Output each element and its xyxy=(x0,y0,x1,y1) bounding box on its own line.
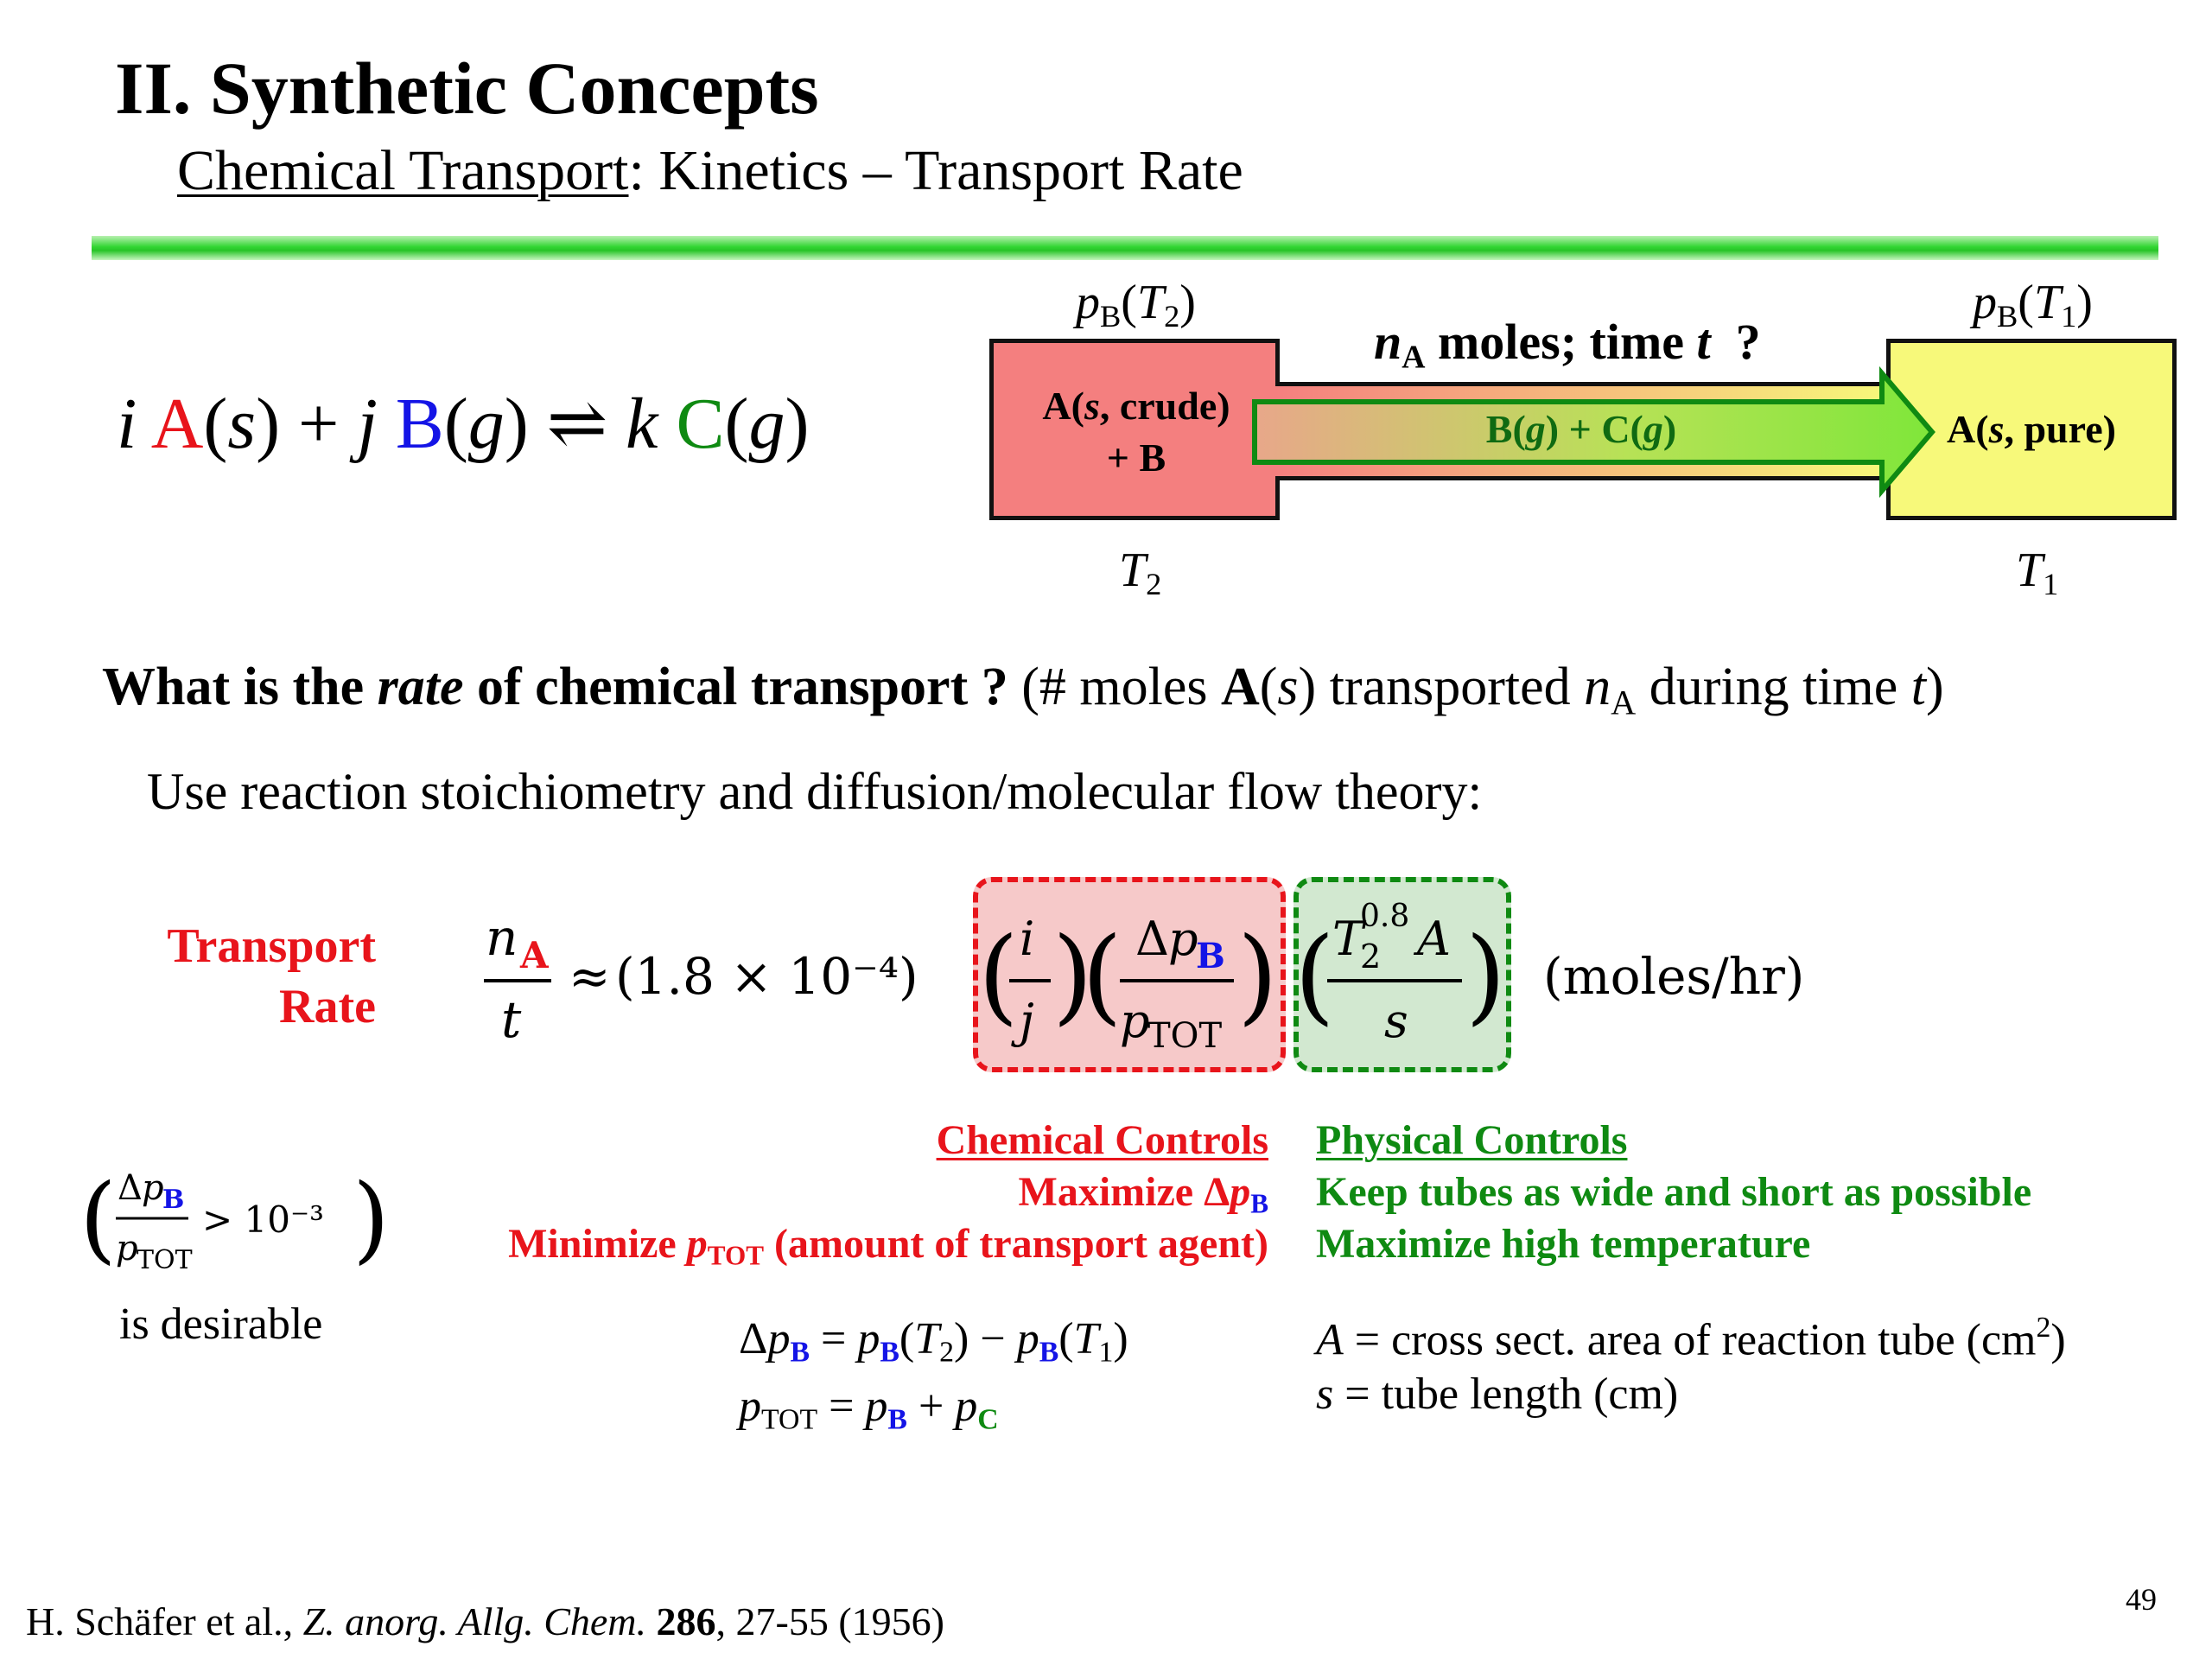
species-a: A xyxy=(150,384,204,464)
title-divider xyxy=(92,236,2158,260)
coef-i: i xyxy=(117,384,137,464)
svg-text:TOT: TOT xyxy=(1147,1016,1222,1056)
left-pressure-label: pB(T2) xyxy=(1076,276,1196,334)
hot-zone-box xyxy=(989,339,1280,520)
physical-factor-box xyxy=(1294,877,1511,1072)
citation: H. Schäfer et al., Z. anorg. Allg. Chem.… xyxy=(26,1599,944,1644)
right-box-text: A(s, pure) xyxy=(1947,407,2116,451)
phase-a: s xyxy=(227,384,257,464)
svg-text:p: p xyxy=(1120,994,1150,1048)
transport-arrow xyxy=(1252,365,1936,499)
svg-text:): ) xyxy=(1237,916,1278,1036)
svg-text:B: B xyxy=(1196,936,1225,976)
chemical-controls: Chemical Controls Maximize ΔpB Minimize … xyxy=(508,1115,1268,1271)
question-label: nA moles; time t ? xyxy=(1374,314,1761,376)
chemical-control-2: Minimize pTOT (amount of transport agent… xyxy=(508,1221,1268,1271)
subtitle-topic: Chemical Transport xyxy=(177,139,629,202)
svg-text:T: T xyxy=(1332,912,1367,966)
svg-text:B: B xyxy=(162,1185,184,1215)
svg-text:): ) xyxy=(1465,916,1506,1036)
slide-title: II. Synthetic Concepts xyxy=(115,47,819,130)
delta-p-definition: ΔpB = pB(T2) − pB(T1) xyxy=(739,1314,1128,1369)
desirable-ratio: ( Δ p B p TOT > 10⁻³ ) xyxy=(79,1163,389,1275)
chemical-factor-box xyxy=(973,877,1286,1072)
prefactor: (1.8 × 10⁻⁴) xyxy=(615,947,918,1006)
citation-journal: Z. anorg. Allg. Chem. xyxy=(302,1599,647,1643)
svg-text:): ) xyxy=(1052,916,1093,1036)
left-temperature: T2 xyxy=(1119,543,1162,602)
species-c: C xyxy=(676,384,725,464)
equilibrium-arrow: ⇌ xyxy=(546,384,608,464)
svg-text:n: n xyxy=(486,908,518,967)
phase-b: g xyxy=(467,384,505,464)
reaction-equation: i A(s) + j B(g) ⇌ k C(g) xyxy=(117,384,810,464)
question-lead: What is the xyxy=(102,658,378,716)
citation-authors: H. Schäfer et al., xyxy=(26,1599,303,1643)
coef-k: k xyxy=(626,384,658,464)
rate-units: (moles/hr) xyxy=(1543,947,1804,1006)
transport-rate-label: Transport Rate xyxy=(138,916,376,1037)
subtitle-rest: : Kinetics – Transport Rate xyxy=(628,139,1243,202)
ptot-definition: pTOT = pB + pC xyxy=(739,1382,999,1436)
chemical-controls-heading: Chemical Controls xyxy=(936,1117,1268,1163)
length-definition: s = tube length (cm) xyxy=(1316,1370,1679,1419)
svg-text:p: p xyxy=(116,1229,138,1268)
page-number: 49 xyxy=(2126,1582,2157,1617)
arrow-label: B(g) + C(g) xyxy=(1485,407,1677,451)
svg-text:≈: ≈ xyxy=(569,947,611,1006)
transport-rate-equation: n A t ≈ (1.8 × 10⁻⁴) ( i j ) ( Δ p B p T… xyxy=(484,899,1804,1056)
svg-text:A: A xyxy=(1413,912,1451,966)
citation-pages: , 27-55 (1956) xyxy=(715,1599,944,1643)
svg-text:s: s xyxy=(1384,994,1408,1048)
coef-j: j xyxy=(357,384,378,464)
chemical-control-1: Maximize ΔpB xyxy=(1018,1169,1268,1219)
svg-text:A: A xyxy=(519,934,550,976)
right-temperature: T1 xyxy=(2016,543,2059,602)
svg-text:i: i xyxy=(1020,912,1034,966)
svg-text:p: p xyxy=(1168,912,1198,966)
svg-text:): ) xyxy=(353,1163,389,1274)
slide-subtitle: Chemical Transport: Kinetics – Transport… xyxy=(177,138,1243,204)
svg-text:(: ( xyxy=(79,1163,117,1274)
phase-c: g xyxy=(748,384,785,464)
svg-text:Δ: Δ xyxy=(118,1168,143,1208)
rate-label-line1: Transport xyxy=(167,919,376,973)
svg-text:t: t xyxy=(501,990,522,1049)
left-box-text: A(s, crude)+ B xyxy=(1042,384,1230,480)
method-line: Use reaction stoichiometry and diffusion… xyxy=(147,763,1483,820)
area-definition: A = cross sect. area of reaction tube (c… xyxy=(1316,1312,2066,1365)
svg-text:(: ( xyxy=(1294,916,1335,1036)
citation-volume: 286 xyxy=(656,1599,716,1643)
svg-text:(: ( xyxy=(978,916,1019,1036)
svg-text:p: p xyxy=(142,1168,164,1208)
physical-controls: Physical Controls Keep tubes as wide and… xyxy=(1316,1115,2031,1270)
rate-label-line2: Rate xyxy=(279,980,376,1033)
right-pressure-label: pB(T1) xyxy=(1973,276,2093,334)
question-emph: rate xyxy=(377,658,464,716)
cold-zone-box xyxy=(1886,339,2177,520)
rate-question: What is the rate of chemical transport ?… xyxy=(102,658,1944,722)
svg-text:Δ: Δ xyxy=(1135,912,1169,966)
question-mid: of chemical transport ? xyxy=(463,658,1008,716)
physical-controls-heading: Physical Controls xyxy=(1316,1117,1628,1163)
physical-control-2: Maximize high temperature xyxy=(1316,1221,1811,1267)
svg-text:2: 2 xyxy=(1360,938,1381,976)
svg-text:(: ( xyxy=(1082,916,1122,1036)
species-b: B xyxy=(395,384,444,464)
physical-control-1: Keep tubes as wide and short as possible xyxy=(1316,1169,2032,1215)
ratio-condition: > 10⁻³ xyxy=(202,1198,324,1241)
temperature-exponent: 0.8 xyxy=(1360,899,1409,934)
desirable-text: is desirable xyxy=(119,1300,323,1349)
svg-text:TOT: TOT xyxy=(137,1245,193,1275)
